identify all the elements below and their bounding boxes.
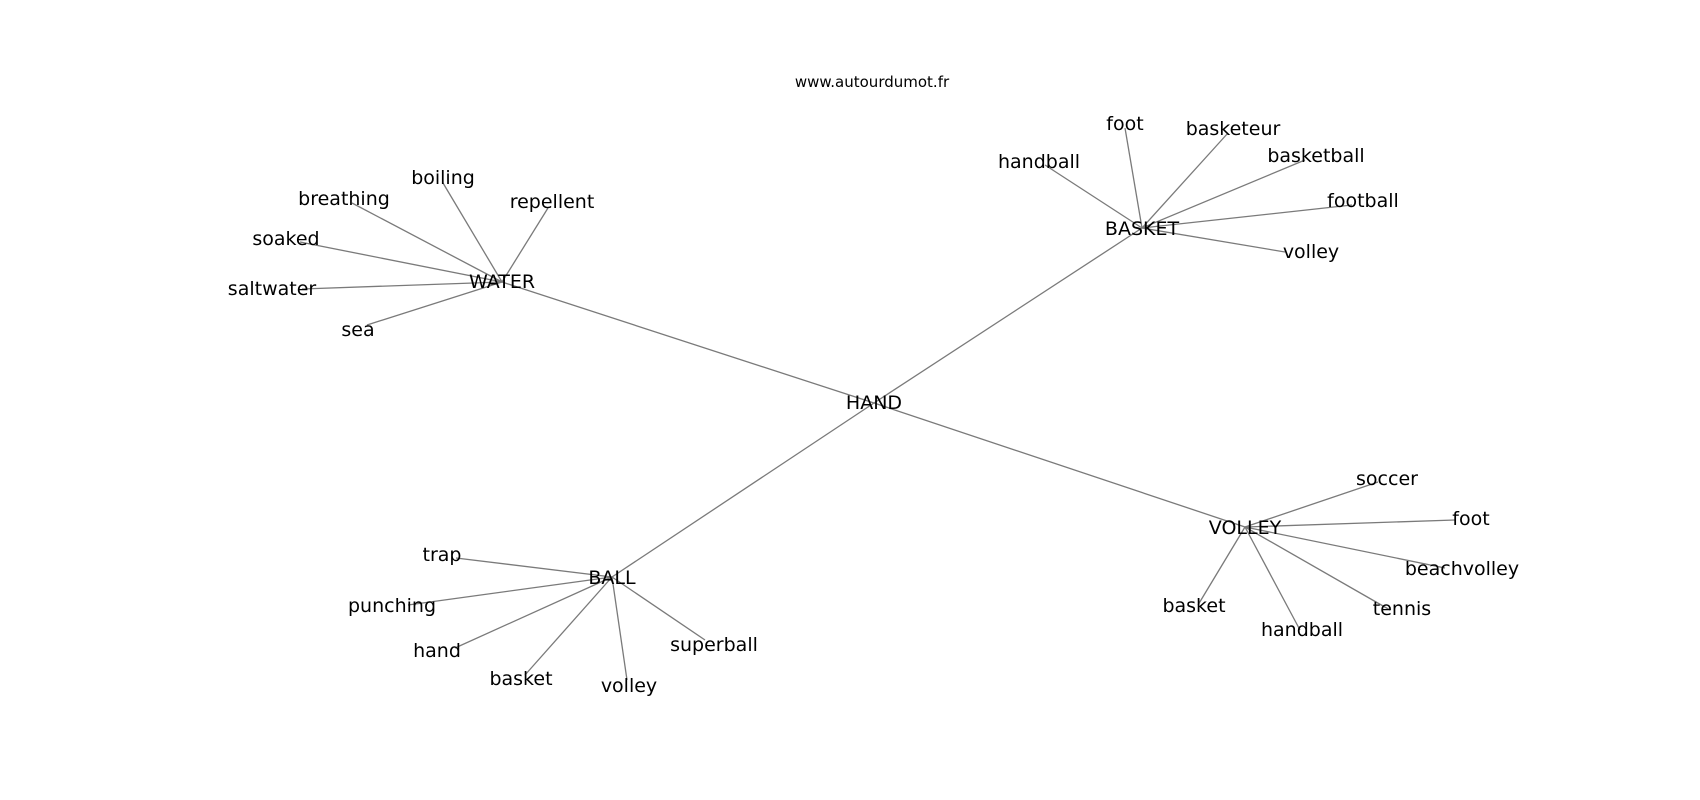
edge-basket-volley — [1141, 227, 1286, 253]
node-ball-hand[interactable]: hand — [413, 640, 461, 662]
node-water[interactable]: WATER — [469, 271, 535, 293]
edge-ball-trap — [455, 557, 613, 578]
edge-water-soaked — [299, 241, 503, 283]
node-basket-football[interactable]: football — [1327, 190, 1399, 212]
node-basket-basketeur[interactable]: basketeur — [1186, 118, 1281, 140]
edge-water-repellent — [501, 207, 549, 283]
node-volley-handball[interactable]: handball — [1261, 619, 1343, 641]
node-water-boiling[interactable]: boiling — [411, 167, 475, 189]
node-basket-handball[interactable]: handball — [998, 151, 1080, 173]
node-volley-foot[interactable]: foot — [1452, 508, 1489, 530]
node-ball-volley[interactable]: volley — [601, 675, 657, 697]
node-basket-basketball[interactable]: basketball — [1267, 145, 1364, 167]
node-volley-basket[interactable]: basket — [1162, 595, 1225, 617]
edge-basket-handball — [1044, 164, 1143, 229]
node-water-repellent[interactable]: repellent — [510, 191, 595, 213]
edge-basket-foot — [1124, 127, 1143, 229]
edge-basket-basketball — [1141, 159, 1306, 229]
edge-volley-soccer — [1244, 481, 1379, 528]
node-ball-trap[interactable]: trap — [423, 544, 462, 566]
edge-water-boiling — [442, 182, 503, 283]
node-ball-punching[interactable]: punching — [348, 595, 436, 617]
node-basket-foot[interactable]: foot — [1106, 113, 1143, 135]
site-watermark: www.autourdumot.fr — [795, 73, 950, 91]
node-water-soaked[interactable]: soaked — [252, 228, 319, 250]
edge-basket-football — [1141, 204, 1353, 229]
edge-hand-basket — [873, 227, 1143, 404]
edge-basket-basketeur — [1141, 132, 1229, 229]
node-volley-beachvolley[interactable]: beachvolley — [1405, 558, 1519, 580]
edge-ball-basket — [524, 576, 613, 676]
edge-volley-foot — [1244, 519, 1456, 528]
edge-ball-punching — [407, 576, 613, 606]
node-volley-tennis[interactable]: tennis — [1373, 598, 1431, 620]
edge-ball-hand — [454, 576, 613, 649]
node-ball-superball[interactable]: superball — [670, 634, 758, 656]
edge-hand-volley — [873, 402, 1246, 528]
node-water-breathing[interactable]: breathing — [298, 188, 390, 210]
node-ball-basket[interactable]: basket — [489, 668, 552, 690]
node-ball[interactable]: BALL — [588, 567, 636, 589]
edge-water-sea — [366, 281, 503, 326]
edge-ball-superball — [611, 576, 706, 641]
graph-edges — [299, 127, 1456, 681]
node-water-saltwater[interactable]: saltwater — [228, 278, 317, 300]
graph-labels: HAND WATER repellent boiling breathing soaked… — [228, 113, 1519, 697]
edge-water-breathing — [351, 202, 503, 283]
node-volley[interactable]: VOLLEY — [1209, 517, 1282, 539]
edge-volley-tennis — [1244, 526, 1391, 611]
node-volley-soccer[interactable]: soccer — [1356, 468, 1418, 490]
node-water-sea[interactable]: sea — [341, 319, 374, 341]
edge-volley-beachvolley — [1244, 526, 1446, 569]
edge-ball-volley — [611, 576, 628, 681]
edge-hand-ball — [611, 402, 875, 578]
edge-volley-handball — [1244, 526, 1301, 631]
edge-volley-basket — [1197, 526, 1246, 606]
node-basket-volley[interactable]: volley — [1283, 241, 1339, 263]
node-basket[interactable]: BASKET — [1105, 218, 1180, 240]
edge-water-saltwater — [301, 281, 503, 290]
edge-hand-water — [501, 281, 875, 404]
node-hand[interactable]: HAND — [846, 392, 902, 414]
